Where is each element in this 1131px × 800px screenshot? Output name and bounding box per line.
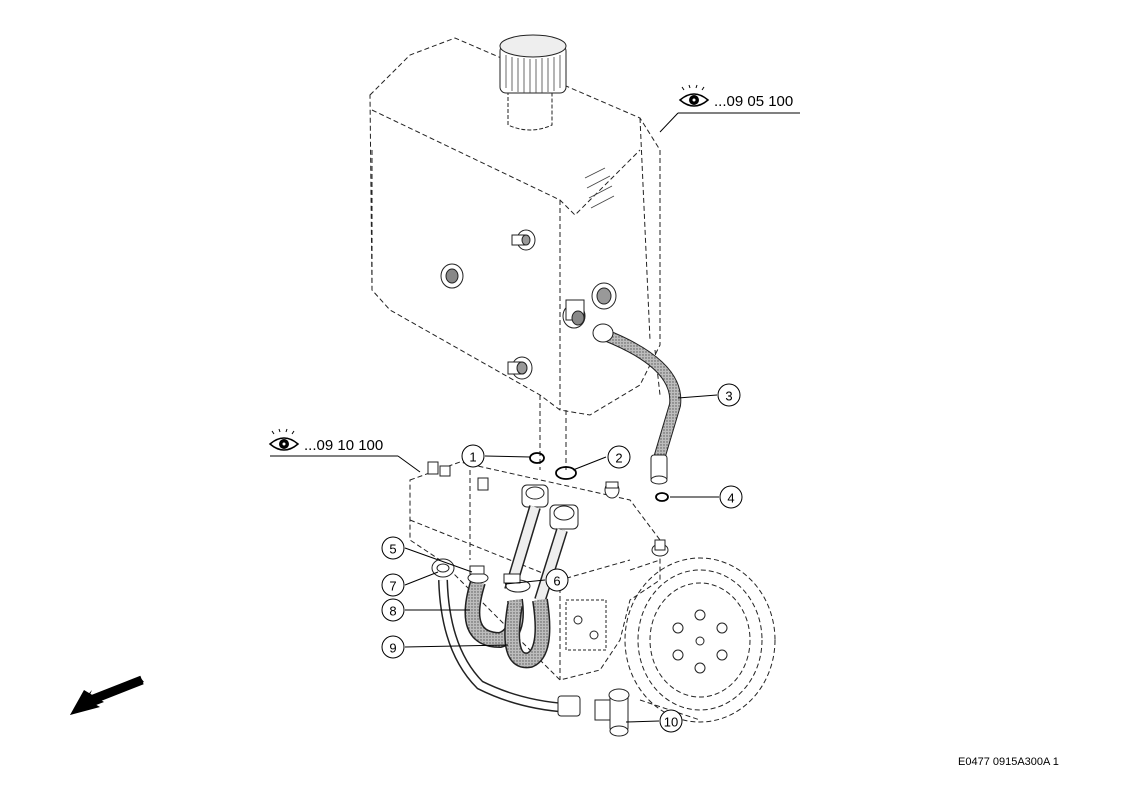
hose-3: [592, 323, 682, 485]
svg-text:5: 5: [389, 542, 396, 557]
o-ring-2: [555, 466, 577, 480]
callout-3: 3: [717, 383, 741, 407]
leader-lines: [404, 394, 719, 723]
fitting-left: [440, 263, 464, 289]
pump-port-top-left: [427, 461, 489, 491]
pump-port-right: [604, 481, 620, 499]
svg-text:3: 3: [725, 389, 732, 404]
callout-5: 5: [381, 536, 405, 560]
svg-text:4: 4: [727, 491, 734, 506]
svg-text:...09 05 100: ...09 05 100: [714, 93, 793, 110]
pump-upper-fittings: [521, 484, 579, 530]
hose-7: [438, 579, 569, 713]
callout-4: 4: [719, 485, 743, 509]
svg-text:6: 6: [553, 574, 560, 589]
eye-icon: [678, 84, 710, 107]
tank-fittings: [440, 229, 617, 380]
tank-label-plate: [584, 167, 615, 209]
o-ring-1: [529, 452, 545, 464]
fitting-side-lower: [562, 299, 586, 329]
reference-tank: ...09 05 100: [659, 84, 800, 133]
callout-1: 1: [461, 444, 485, 468]
pump-port-side: [651, 539, 669, 557]
svg-text:9: 9: [389, 641, 396, 656]
drawing-id: E0477 0915A300A 1: [958, 756, 1059, 768]
fitting-side-upper: [591, 282, 617, 310]
callouts: 1 2 3 4 5 6 7 8 9 10: [381, 383, 743, 733]
svg-text:...09 10 100: ...09 10 100: [304, 437, 383, 454]
o-rings: [529, 452, 669, 502]
reference-pump: ...09 10 100: [268, 428, 421, 473]
callout-7: 7: [381, 573, 405, 597]
o-ring-4: [655, 492, 669, 502]
svg-text:1: 1: [469, 450, 476, 465]
filler-cap: [499, 34, 567, 131]
svg-text:7: 7: [389, 579, 396, 594]
svg-text:8: 8: [389, 604, 396, 619]
fitting-lower: [507, 356, 533, 380]
pump-block-lower: [565, 599, 607, 651]
arrow-down-left-icon: [70, 675, 144, 715]
callout-8: 8: [381, 598, 405, 622]
pump-fittings: [427, 461, 669, 651]
callout-2: 2: [607, 445, 631, 469]
callout-6: 6: [545, 568, 569, 592]
svg-text:10: 10: [664, 715, 678, 730]
t-fitting-10: [594, 688, 630, 737]
oil-tank: [369, 37, 661, 470]
hose-9: [504, 598, 551, 669]
svg-text:2: 2: [615, 451, 622, 466]
callout-9: 9: [381, 635, 405, 659]
drive-motor: [624, 557, 776, 723]
eye-icon: [268, 428, 300, 451]
fitting-upper: [511, 229, 536, 251]
callout-10: 10: [659, 709, 683, 733]
motor-bolts: [672, 609, 728, 674]
